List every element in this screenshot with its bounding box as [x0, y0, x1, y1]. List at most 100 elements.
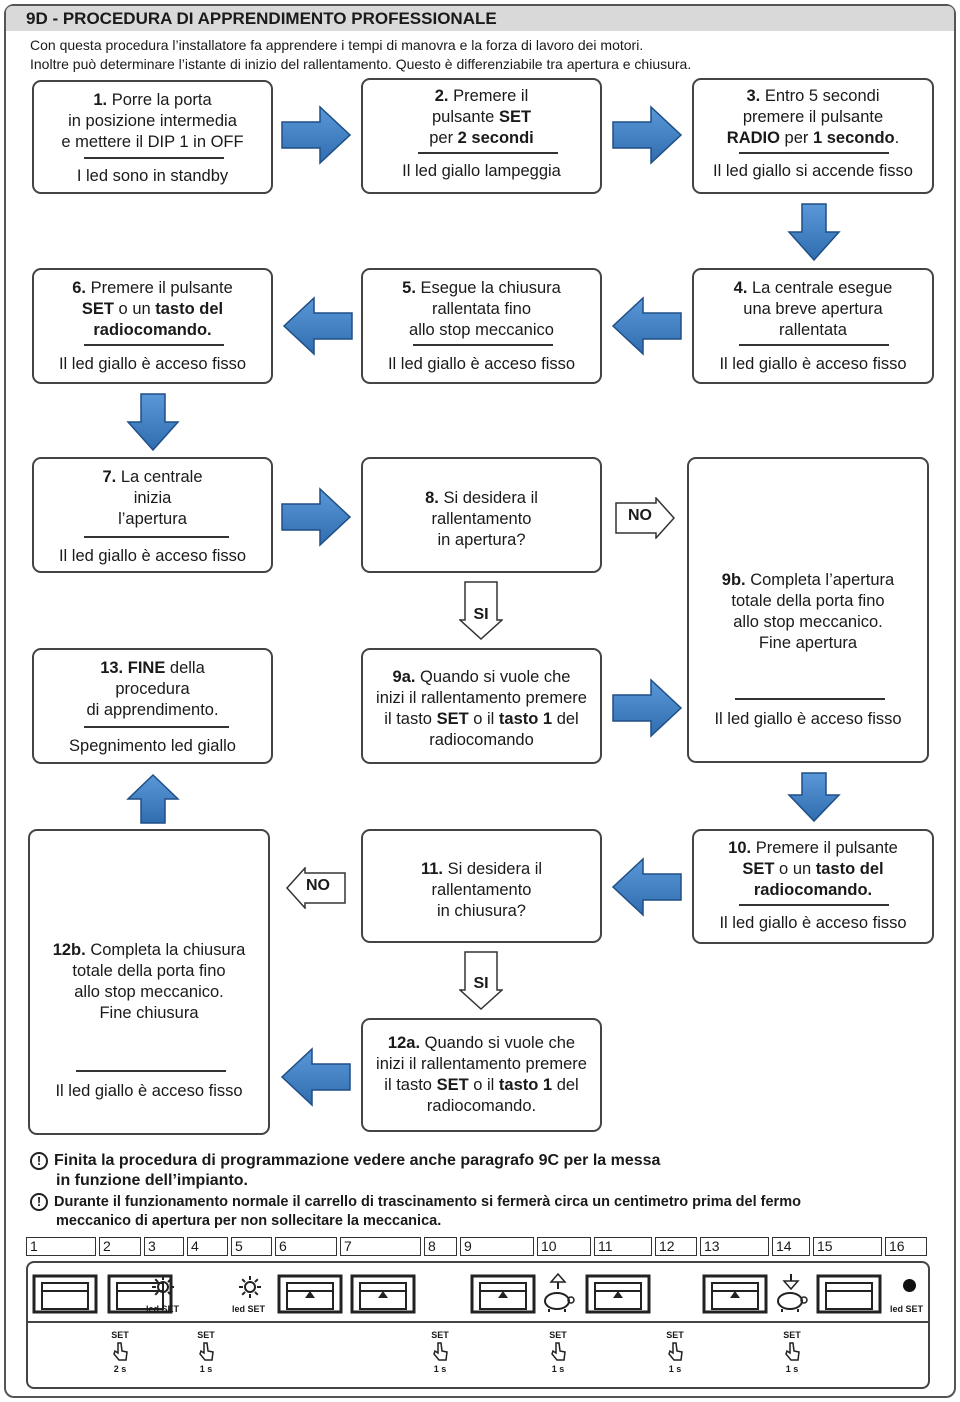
- note-1-line-1: Finita la procedura di programmazione ve…: [54, 1152, 661, 1169]
- direction-mark-icon: [498, 1291, 508, 1298]
- slowdown-turtle-icon: [777, 1274, 808, 1312]
- divider: [84, 726, 229, 728]
- arrow-left-icon: [611, 857, 682, 917]
- no-label: NO: [628, 507, 652, 524]
- divider: [735, 698, 885, 700]
- step-9a-box: 9a. Quando si vuole che inizi il rallent…: [361, 648, 602, 764]
- timeline-step-number: 16: [885, 1237, 927, 1256]
- step-6-status: Il led giallo è acceso fisso: [58, 355, 247, 373]
- button-strip: [26, 1323, 930, 1389]
- intro-line-1: Con questa procedura l’installatore fa a…: [30, 37, 644, 53]
- step-9a-line-3: il tasto SET o il tasto 1 del: [384, 710, 579, 728]
- step-5-status: Il led giallo è acceso fisso: [387, 355, 576, 373]
- step-10-line-1: 10. Premere il pulsante: [728, 839, 898, 857]
- direction-mark-icon: [613, 1291, 623, 1298]
- step-7-line-1: 7. La centrale: [102, 468, 203, 486]
- set-label: SET: [549, 1330, 567, 1340]
- step-1-status: I led sono in standby: [76, 167, 229, 185]
- step-7-status: Il led giallo è acceso fisso: [58, 547, 247, 565]
- step-2-status: Il led giallo lampeggia: [402, 162, 561, 180]
- step-2-box: 2. Premere il pulsante SET per 2 secondi…: [361, 78, 602, 194]
- step-2-line-1: 2. Premere il: [434, 87, 529, 105]
- step-9a-line-1: 9a. Quando si vuole che: [392, 668, 571, 686]
- set-label: SET: [783, 1330, 801, 1340]
- step-10-status: Il led giallo è acceso fisso: [719, 914, 907, 932]
- note-2: !Durante il funzionamento normale il car…: [30, 1193, 801, 1231]
- hand-press-icon: [785, 1342, 800, 1361]
- timeline-step-number: 8: [424, 1237, 457, 1256]
- intro-line-2: Inoltre può determinare l’istante di ini…: [30, 56, 692, 72]
- step-8-line-2: rallentamento: [431, 510, 532, 528]
- divider: [76, 1070, 226, 1072]
- arrow-right-icon: [281, 487, 352, 547]
- step-13-line-3: di apprendimento.: [86, 701, 219, 719]
- step-8-line-3: in apertura?: [437, 531, 526, 549]
- arrow-down-icon: [787, 772, 841, 823]
- timeline-step-number: 3: [144, 1237, 184, 1256]
- step-9b-line-4: Fine apertura: [758, 634, 858, 652]
- set-label: SET: [666, 1330, 684, 1340]
- step-11-line-3: in chiusura?: [437, 902, 526, 920]
- step-12b-box: 12b. Completa la chiusura totale della p…: [28, 829, 270, 1135]
- step-5-line-1: 5. Esegue la chiusura: [402, 279, 561, 297]
- step-9a-line-4: radiocomando: [429, 731, 534, 749]
- step-9b-line-2: totale della porta fino: [731, 592, 885, 610]
- press-duration: 1 s: [785, 1364, 799, 1374]
- press-set-indicator: SET 1 s: [777, 1330, 807, 1374]
- led-set-label: led SET: [232, 1304, 266, 1314]
- step-4-box: 4. La centrale esegue una breve apertura…: [692, 268, 934, 384]
- press-duration: 2 s: [113, 1364, 127, 1374]
- set-label: SET: [431, 1330, 449, 1340]
- warning-icon: !: [30, 1151, 48, 1170]
- step-10-box: 10. Premere il pulsante SET o un tasto d…: [692, 829, 934, 944]
- set-label: SET: [111, 1330, 129, 1340]
- divider: [84, 536, 229, 538]
- timeline-step-number: 12: [655, 1237, 697, 1256]
- step-9b-box: 9b. Completa l’apertura totale della por…: [687, 457, 929, 763]
- no-decision-arrow-icon: [285, 867, 346, 909]
- timeline-step-number: 1: [26, 1237, 96, 1256]
- press-duration: 1 s: [668, 1364, 682, 1374]
- si-label: SI: [473, 606, 489, 623]
- arrow-right-icon: [612, 105, 683, 165]
- step-1-line-1: 1. Porre la porta: [93, 91, 212, 109]
- step-7-line-2: inizia: [133, 489, 172, 507]
- timeline-step-number: 15: [813, 1237, 882, 1256]
- press-duration: 1 s: [551, 1364, 565, 1374]
- arrow-down-icon: [126, 393, 180, 452]
- step-9b-line-3: allo stop meccanico.: [733, 613, 883, 631]
- step-7-box: 7. La centrale inizia l’apertura Il led …: [32, 457, 273, 573]
- step-4-line-2: una breve apertura: [743, 300, 883, 318]
- step-12a-line-2: inizi il rallentamento premere: [376, 1055, 587, 1073]
- arrow-left-icon: [282, 296, 353, 356]
- press-set-indicator: SET 1 s: [543, 1330, 573, 1374]
- slowdown-turtle-icon: [544, 1273, 575, 1312]
- step-4-line-3: rallentata: [779, 321, 847, 339]
- arrow-up-icon: [126, 773, 180, 824]
- timeline-step-number: 6: [275, 1237, 337, 1256]
- divider: [413, 344, 553, 346]
- hand-press-icon: [433, 1342, 448, 1361]
- step-6-line-1: 6. Premere il pulsante: [72, 279, 233, 297]
- si-decision-arrow-icon: [459, 951, 503, 1010]
- hand-press-icon: [199, 1342, 214, 1361]
- step-12a-box: 12a. Quando si vuole che inizi il rallen…: [361, 1018, 602, 1132]
- press-set-indicator: SET 2 s: [105, 1330, 135, 1374]
- section-title: 9D - PROCEDURA DI APPRENDIMENTO PROFESSI…: [6, 6, 954, 31]
- step-13-line-1: 13. FINE della: [100, 659, 205, 677]
- step-8-box: 8. Si desidera il rallentamento in apert…: [361, 457, 602, 573]
- step-13-status: Spegnimento led giallo: [69, 737, 236, 755]
- device-strip: [26, 1261, 930, 1323]
- si-label: SI: [473, 975, 489, 992]
- arrow-left-icon: [611, 296, 682, 356]
- divider: [84, 344, 224, 346]
- step-2-line-3: per 2 secondi: [429, 129, 534, 147]
- arrow-left-icon: [280, 1047, 351, 1107]
- step-3-line-2: premere il pulsante: [742, 108, 884, 126]
- no-decision-arrow-icon: [615, 497, 676, 539]
- page-frame: [4, 4, 956, 1398]
- step-12a-line-4: radiocomando.: [426, 1097, 537, 1115]
- timeline-step-number: 7: [340, 1237, 421, 1256]
- step-12b-line-2: totale della porta fino: [72, 962, 226, 980]
- timeline-step-number: 4: [187, 1237, 228, 1256]
